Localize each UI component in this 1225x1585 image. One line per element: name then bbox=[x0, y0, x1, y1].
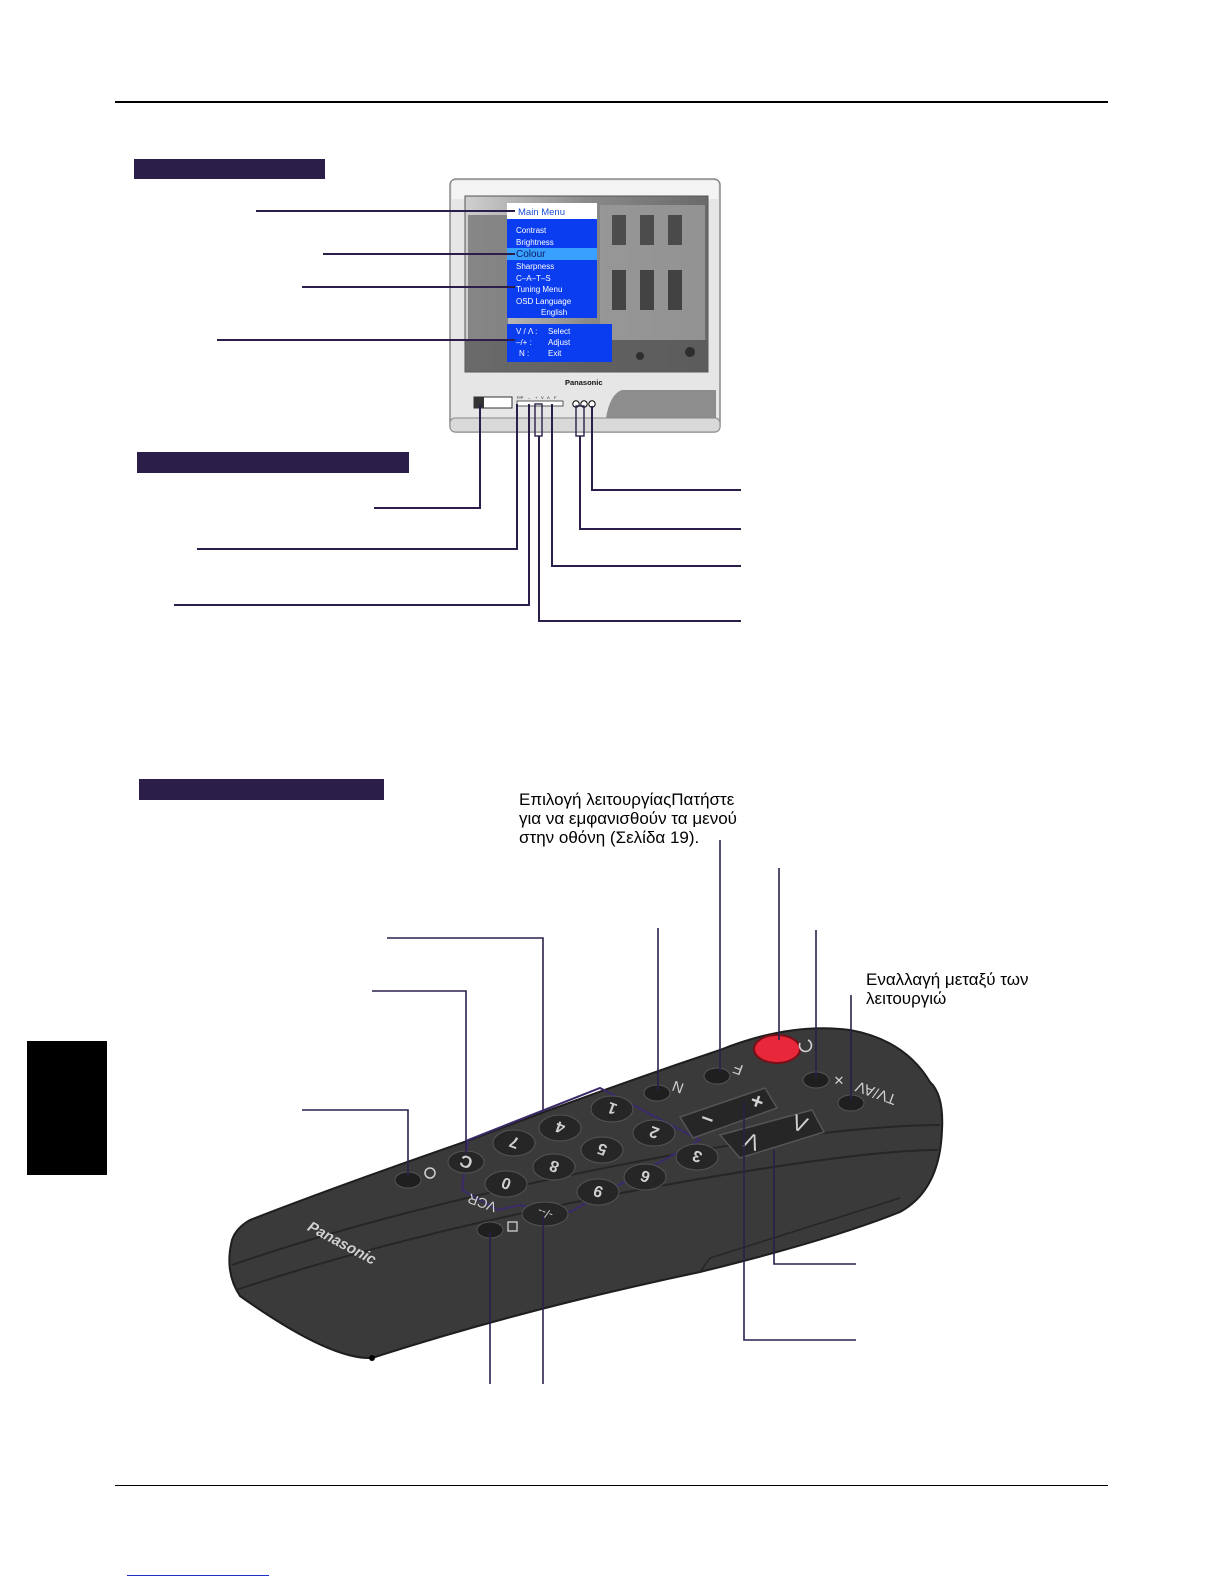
tv-panel-label-up: Λ bbox=[547, 395, 550, 400]
digit-button-7[interactable] bbox=[492, 1129, 536, 1157]
osd-item-cats[interactable]: C–A–T–S bbox=[516, 274, 551, 283]
osd-help-key-3: N : bbox=[519, 349, 529, 358]
digit-button-3[interactable] bbox=[675, 1143, 719, 1171]
section-bar-osd bbox=[134, 159, 325, 179]
f-button[interactable] bbox=[703, 1067, 731, 1085]
volume-rocker[interactable] bbox=[678, 1087, 779, 1139]
tv-panel-label-f: F bbox=[554, 395, 557, 400]
digit-button-4[interactable] bbox=[538, 1114, 582, 1142]
osd-help-action-2: Adjust bbox=[548, 338, 571, 347]
tv-panel-label-minus: – bbox=[528, 395, 531, 400]
osd-item-contrast[interactable]: Contrast bbox=[516, 226, 547, 235]
programme-rocker[interactable] bbox=[718, 1109, 826, 1159]
digit-button-1[interactable] bbox=[590, 1095, 634, 1123]
remote-diagram: 1 2 3 4 5 6 7 8 9 0 -/-- VCR C N F ✕ TV/… bbox=[228, 840, 944, 1384]
dash-button[interactable] bbox=[521, 1201, 569, 1227]
osd-help-key-2: –/+ : bbox=[516, 338, 532, 347]
tv-panel-label-pp: P/P bbox=[517, 395, 524, 400]
section-bar-tv-controls bbox=[137, 452, 409, 473]
osd-language-value: English bbox=[541, 308, 567, 317]
osd-help-action-1: Select bbox=[548, 327, 571, 336]
section-bar-remote bbox=[139, 779, 384, 800]
remote-leader-lines bbox=[302, 840, 856, 1384]
osd-item-brightness[interactable]: Brightness bbox=[516, 238, 554, 247]
digit-button-2[interactable] bbox=[632, 1119, 676, 1147]
tv-brand: Panasonic bbox=[565, 378, 603, 387]
tv-panel-label-plus: + bbox=[535, 395, 538, 400]
mute-icon: ✕ bbox=[834, 1073, 845, 1088]
digit-button-9[interactable] bbox=[576, 1178, 620, 1206]
tv-diagram: Main Menu Contrast Brightness Colour Sha… bbox=[174, 178, 741, 622]
header-rule bbox=[115, 101, 1108, 103]
power-button[interactable] bbox=[753, 1034, 801, 1064]
language-side-tab bbox=[27, 1041, 107, 1175]
dash-button-label: -/-- bbox=[536, 1204, 555, 1222]
osd-item-tuning-menu[interactable]: Tuning Menu bbox=[516, 285, 562, 294]
osd-leader-lines bbox=[217, 210, 515, 341]
osd-selected-row bbox=[507, 248, 597, 260]
f-button-description: Επιλογή λειτουργίαςΠατήστε για να εμφανι… bbox=[519, 790, 737, 847]
c-button-label: C bbox=[457, 1151, 475, 1173]
tv-leader-lines bbox=[174, 403, 741, 622]
osd-item-colour[interactable]: Colour bbox=[516, 249, 546, 260]
digit-button-5[interactable] bbox=[580, 1136, 624, 1164]
tv-right-panel bbox=[606, 390, 716, 418]
digit-button-0[interactable] bbox=[484, 1170, 528, 1198]
osd-item-osd-language[interactable]: OSD Language bbox=[516, 297, 572, 306]
digit-buttons[interactable]: 1 2 3 4 5 6 7 8 9 0 bbox=[484, 1095, 719, 1206]
footer-link-underline bbox=[127, 1575, 269, 1576]
osd-help-action-3: Exit bbox=[548, 349, 562, 358]
osd-help-bg bbox=[507, 324, 612, 362]
osd-menu-bg bbox=[507, 219, 597, 318]
digit-button-8[interactable] bbox=[532, 1153, 576, 1181]
teletext-icon bbox=[507, 1221, 518, 1232]
power-icon bbox=[798, 1039, 813, 1053]
tvav-button-description: Εναλλαγή μεταξύ των λειτουργιώ bbox=[866, 970, 1029, 1008]
tv-panel-label-v: V bbox=[541, 395, 544, 400]
digit-button-6[interactable] bbox=[623, 1163, 667, 1191]
osd-item-sharpness[interactable]: Sharpness bbox=[516, 262, 554, 271]
timer-icon bbox=[424, 1167, 436, 1179]
footer-rule bbox=[115, 1485, 1108, 1486]
osd-title-bg bbox=[507, 203, 597, 219]
n-button[interactable] bbox=[643, 1084, 671, 1102]
osd-menu-title: Main Menu bbox=[518, 207, 565, 218]
osd-help-key-1: V / Λ : bbox=[516, 327, 537, 336]
